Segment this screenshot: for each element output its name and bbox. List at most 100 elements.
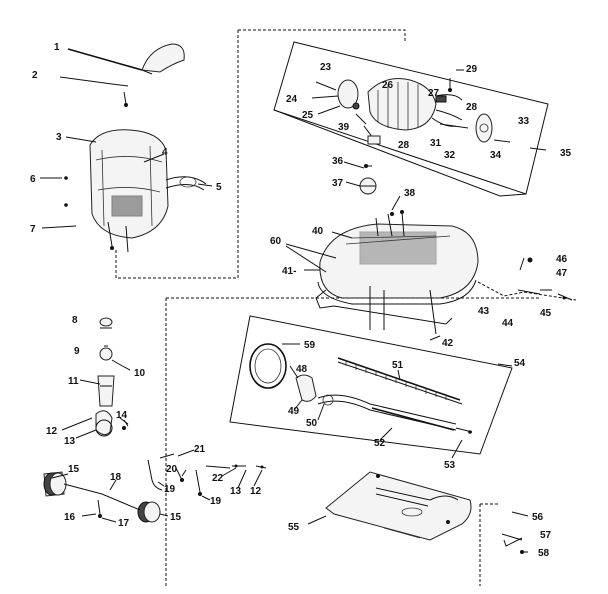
agitator-brush (295, 357, 473, 434)
leader-16 (81, 513, 97, 517)
callout-14: 14 (116, 410, 128, 421)
callout-39: 39 (338, 122, 350, 133)
handle-screw (59, 76, 129, 107)
leader-54 (497, 363, 513, 367)
callout-58: 58 (538, 548, 550, 559)
leader-51 (397, 369, 401, 381)
callout-27: 27 (428, 88, 440, 99)
leader-13a (75, 429, 97, 439)
callout-3: 3 (56, 132, 62, 143)
leader-18 (109, 479, 117, 491)
leader-5 (197, 183, 213, 187)
callout-55: 55 (288, 522, 300, 533)
leader-53 (451, 439, 463, 459)
handle-tube (67, 43, 185, 75)
callout-42: 42 (442, 338, 454, 349)
leader-60b (285, 245, 327, 273)
bottom-right-parts (501, 511, 529, 554)
callout-25: 25 (302, 110, 314, 121)
callout-2: 2 (32, 70, 38, 81)
callout-49: 49 (288, 406, 300, 417)
callout-37: 37 (332, 178, 344, 189)
callout-43: 43 (478, 306, 490, 317)
leader-20 (181, 469, 187, 477)
base-frame (165, 297, 540, 586)
leader-22 (221, 467, 237, 477)
callout-8: 8 (72, 315, 78, 326)
leader-13b (237, 469, 247, 489)
callout-33: 33 (518, 116, 530, 127)
callout-7: 7 (30, 224, 36, 235)
callout-36: 36 (332, 156, 344, 167)
height-adjust-parts (477, 257, 577, 301)
leader-48 (289, 365, 299, 379)
callout-44: 44 (502, 318, 514, 329)
leader-60a (285, 243, 337, 259)
agitator-frame (229, 315, 513, 455)
leader-14 (119, 417, 129, 425)
leader-4 (143, 153, 165, 163)
leader-55 (307, 515, 327, 525)
callout-18: 18 (110, 472, 122, 483)
callout-12b: 12 (250, 486, 262, 497)
callout-28a: 28 (466, 102, 478, 113)
belt-ring (249, 343, 287, 389)
handle-assembly-frame (115, 29, 406, 279)
callout-40: 40 (312, 226, 324, 237)
callout-23: 23 (320, 62, 332, 73)
leader-36 (343, 161, 365, 169)
wheel-height-stack (95, 317, 131, 437)
callout-45: 45 (540, 308, 552, 319)
callout-34: 34 (490, 150, 502, 161)
callout-60: 60 (270, 236, 282, 247)
callout-56: 56 (532, 512, 544, 523)
leader-11 (79, 379, 101, 385)
callout-59: 59 (304, 340, 316, 351)
leader-7 (41, 225, 77, 229)
callout-35: 35 (560, 148, 572, 159)
callout-17: 17 (118, 518, 130, 529)
leader-49 (293, 399, 303, 411)
top-cover (319, 210, 479, 299)
leader-21 (177, 449, 195, 457)
callout-11: 11 (68, 376, 79, 387)
callout-31: 31 (430, 138, 442, 149)
callout-53: 53 (444, 460, 456, 471)
leader-42 (429, 335, 441, 341)
callout-6: 6 (30, 174, 36, 185)
callout-48: 48 (296, 364, 308, 375)
callout-13b: 13 (230, 486, 242, 497)
bumper-ring (315, 279, 477, 335)
callout-28b: 28 (398, 140, 410, 151)
callout-51: 51 (392, 360, 404, 371)
callout-29: 29 (466, 64, 478, 75)
leader-52 (379, 427, 393, 441)
leader-12a (61, 417, 93, 431)
leader-15b (159, 513, 169, 517)
rear-wheel-right (137, 501, 161, 523)
callout-19b: 19 (210, 496, 222, 507)
callout-5: 5 (216, 182, 222, 193)
leader-38 (391, 195, 401, 211)
callout-4: 4 (162, 147, 168, 158)
wheel-axle (63, 453, 267, 518)
callout-50: 50 (306, 418, 318, 429)
leader-50 (317, 403, 325, 421)
callout-20: 20 (166, 464, 178, 475)
callout-15b: 15 (170, 512, 182, 523)
agitator-pulley (359, 164, 377, 195)
leader-3 (65, 136, 97, 143)
leader-15a (51, 473, 69, 479)
callout-46: 46 (556, 254, 568, 265)
callout-9: 9 (74, 346, 80, 357)
callout-1: 1 (54, 42, 60, 53)
callout-12: 12 (46, 426, 58, 437)
leader-19a (157, 481, 165, 487)
callout-labels: 1 2 3 4 5 6 7 8 9 10 11 12 13 14 15 15 1… (30, 42, 572, 559)
callout-10: 10 (134, 368, 146, 379)
callout-32: 32 (444, 150, 456, 161)
leader-35 (529, 147, 547, 151)
callout-47: 47 (556, 268, 568, 279)
